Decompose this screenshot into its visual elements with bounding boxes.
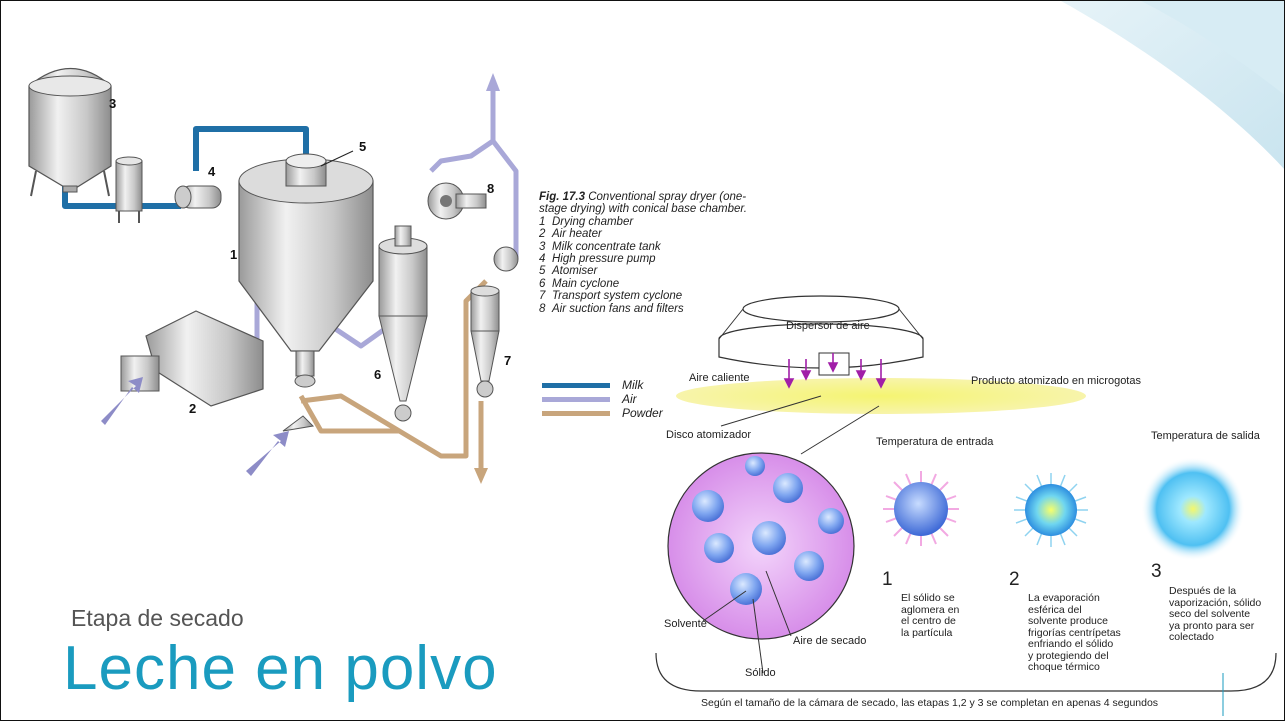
- disc-label: Disco atomizador: [666, 430, 751, 442]
- dry-air-label: Aire de secado: [793, 636, 866, 648]
- milk-tank: [29, 69, 111, 197]
- part-item-number: 7: [539, 290, 552, 302]
- part-item-label: Atomiser: [552, 265, 597, 277]
- part-number-3: 3: [109, 96, 116, 111]
- stage-text-line: colectado: [1169, 632, 1261, 644]
- stage-1-number: 1: [882, 569, 893, 591]
- temp-out-label: Temperatura de salida: [1151, 431, 1260, 443]
- part-number-6: 6: [374, 367, 381, 382]
- part-item-number: 1: [539, 216, 552, 228]
- legend-swatch: [542, 397, 610, 402]
- temp-in-label: Temperatura de entrada: [876, 437, 993, 449]
- disperser-label: Dispersor de aire: [786, 321, 870, 333]
- pump: [175, 186, 221, 208]
- legend-label: Milk: [622, 378, 643, 392]
- part-item-label: Drying chamber: [552, 216, 633, 228]
- part-item-label: Air heater: [552, 228, 602, 240]
- part-number-4: 4: [208, 164, 215, 179]
- hot-air-label: Aire caliente: [689, 373, 750, 385]
- part-number-7: 7: [504, 353, 511, 368]
- part-item-label: Air suction fans and filters: [552, 303, 684, 315]
- main-cyclone: [379, 226, 427, 421]
- legend-label: Powder: [622, 406, 663, 420]
- part-item-label: Milk concentrate tank: [552, 241, 661, 253]
- part-item-number: 2: [539, 228, 552, 240]
- caption-header: Fig. 17.3 Conventional spray dryer (one-…: [539, 191, 769, 216]
- part-number-8: 8: [487, 181, 494, 196]
- transport-cyclone: [471, 247, 518, 397]
- air-heater: [121, 311, 263, 406]
- legend-row: Powder: [542, 406, 682, 420]
- stage-3-particle: [1141, 457, 1245, 561]
- solid-label: Sólido: [745, 668, 776, 680]
- legend-swatch: [542, 411, 610, 416]
- figure-caption: Fig. 17.3 Conventional spray dryer (one-…: [539, 191, 769, 315]
- suction-fan: [428, 183, 486, 219]
- legend-row: Milk: [542, 378, 682, 392]
- stage-text-line: El sólido se: [901, 593, 959, 605]
- stage-1-particle: [883, 471, 959, 546]
- part-item-number: 6: [539, 278, 552, 290]
- caption-title: Fig. 17.3: [539, 191, 585, 203]
- buffer-tank: [116, 157, 142, 223]
- part-item-number: 8: [539, 303, 552, 315]
- stage-text-line: Después de la: [1169, 586, 1261, 598]
- part-item-label: Main cyclone: [552, 278, 619, 290]
- solvent-label: Solvente: [664, 619, 707, 631]
- part-item-number: 3: [539, 241, 552, 253]
- slide-title: Leche en polvo: [63, 633, 498, 705]
- stage-text-line: solvente produce: [1028, 616, 1121, 628]
- stage-text-line: la partícula: [901, 628, 959, 640]
- stage-text-line: seco del solvente: [1169, 609, 1261, 621]
- stage-text-line: el centro de: [901, 616, 959, 628]
- stage-text-line: enfriando el sólido: [1028, 639, 1121, 651]
- part-item-label: High pressure pump: [552, 253, 656, 265]
- legend-row: Air: [542, 392, 682, 406]
- footer-note: Según el tamaño de la cámara de secado, …: [701, 698, 1158, 710]
- slide-subtitle: Etapa de secado: [71, 605, 244, 632]
- stage-text-line: La evaporación: [1028, 593, 1121, 605]
- legend-swatch: [542, 383, 610, 388]
- part-item-number: 4: [539, 253, 552, 265]
- atomized-label: Producto atomizado en microgotas: [971, 376, 1141, 388]
- part-item-number: 5: [539, 265, 552, 277]
- stage-2-particle: [1014, 473, 1088, 547]
- part-number-5: 5: [359, 139, 366, 154]
- part-number-1: 1: [230, 247, 237, 262]
- part-number-2: 2: [189, 401, 196, 416]
- stage-text-line: choque térmico: [1028, 662, 1121, 674]
- stage-2-number: 2: [1009, 569, 1020, 591]
- part-item-label: Transport system cyclone: [552, 290, 682, 302]
- stage-3-number: 3: [1151, 561, 1162, 583]
- legend-label: Air: [622, 392, 637, 406]
